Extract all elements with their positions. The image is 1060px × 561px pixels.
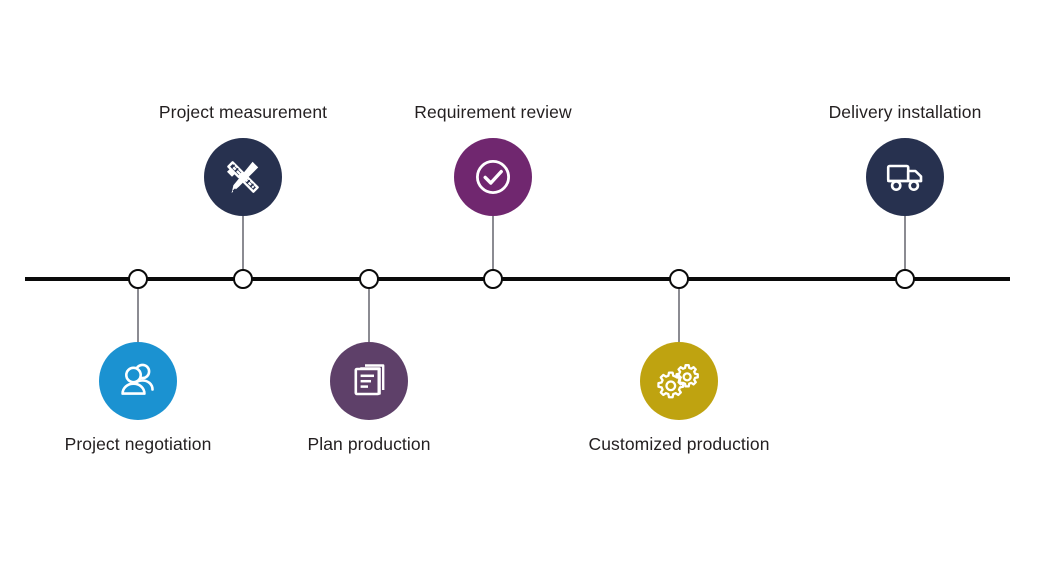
icon-bubble-project-measurement[interactable] <box>204 138 282 216</box>
caption-project-measurement: Project measurement <box>158 102 328 122</box>
icon-bubble-plan-production[interactable] <box>330 342 408 420</box>
stem-requirement-review <box>492 216 494 279</box>
caption-delivery-installation: Delivery installation <box>828 102 982 122</box>
stem-delivery-installation <box>904 216 906 279</box>
check-circle-icon <box>470 154 516 200</box>
gears-icon <box>655 357 703 405</box>
caption-requirement-review: Requirement review <box>414 102 572 122</box>
stem-customized-production <box>678 279 680 342</box>
timeline-node-customized-production[interactable] <box>669 269 689 289</box>
document-stack-icon <box>347 359 391 403</box>
icon-bubble-delivery-installation[interactable] <box>866 138 944 216</box>
caption-plan-production: Plan production <box>307 434 431 454</box>
icon-bubble-project-negotiation[interactable] <box>99 342 177 420</box>
delivery-truck-icon <box>882 154 928 200</box>
users-group-icon <box>115 358 161 404</box>
timeline-node-requirement-review[interactable] <box>483 269 503 289</box>
caption-project-negotiation: Project negotiation <box>64 434 212 454</box>
caption-customized-production: Customized production <box>588 434 770 454</box>
timeline-node-project-negotiation[interactable] <box>128 269 148 289</box>
stem-project-measurement <box>242 216 244 279</box>
stem-plan-production <box>368 279 370 342</box>
timeline-node-project-measurement[interactable] <box>233 269 253 289</box>
timeline-node-plan-production[interactable] <box>359 269 379 289</box>
timeline-axis <box>25 277 1010 281</box>
stem-project-negotiation <box>137 279 139 342</box>
pencil-ruler-icon <box>219 153 267 201</box>
icon-bubble-requirement-review[interactable] <box>454 138 532 216</box>
timeline-node-delivery-installation[interactable] <box>895 269 915 289</box>
icon-bubble-customized-production[interactable] <box>640 342 718 420</box>
